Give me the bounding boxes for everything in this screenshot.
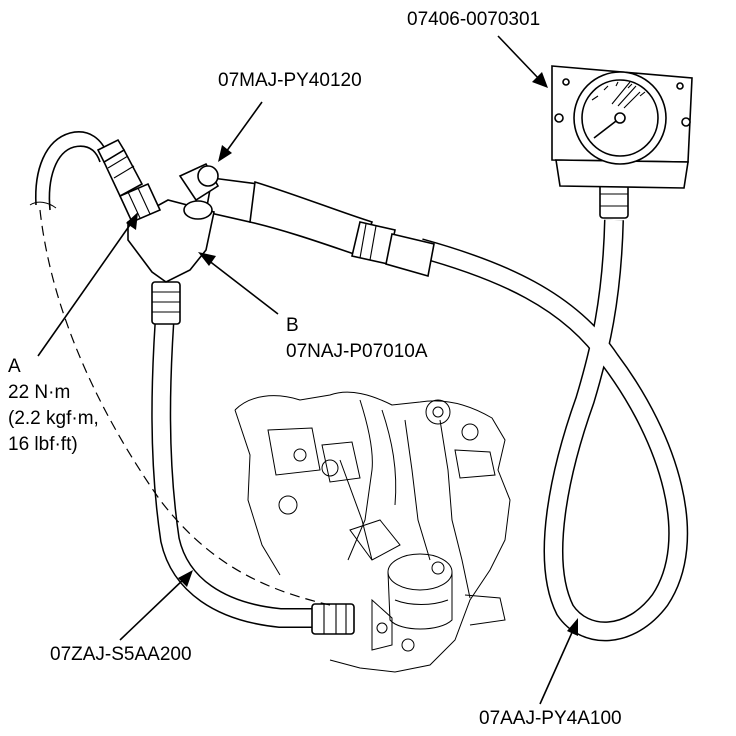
dashed-hose-outline xyxy=(39,209,331,606)
a-torque-kgf: (2.2 kgf·m, xyxy=(8,408,99,429)
engine-outline xyxy=(234,391,511,673)
a-torque-nm: 22 N·m xyxy=(8,382,71,403)
fuel-feed-line xyxy=(29,131,109,211)
adapter-part-number: 07MAJ-PY40120 xyxy=(218,70,362,91)
pressure-gauge xyxy=(551,65,693,189)
y-fitting xyxy=(96,138,220,283)
right-hose xyxy=(417,219,689,642)
a-callout-letter: A xyxy=(8,356,21,377)
right-hose-part-number: 07AAJ-PY4A100 xyxy=(479,708,622,729)
left-hose-part-number: 07ZAJ-S5AA200 xyxy=(50,644,192,665)
left-hose xyxy=(151,281,355,635)
b-part-number: 07NAJ-P07010A xyxy=(286,341,428,362)
b-callout-letter: B xyxy=(286,315,299,336)
adapter-cylinder xyxy=(205,177,435,278)
a-torque-lbf: 16 lbf·ft) xyxy=(8,434,78,455)
leader-lines xyxy=(37,35,578,705)
gauge-part-number: 07406-0070301 xyxy=(407,9,541,30)
